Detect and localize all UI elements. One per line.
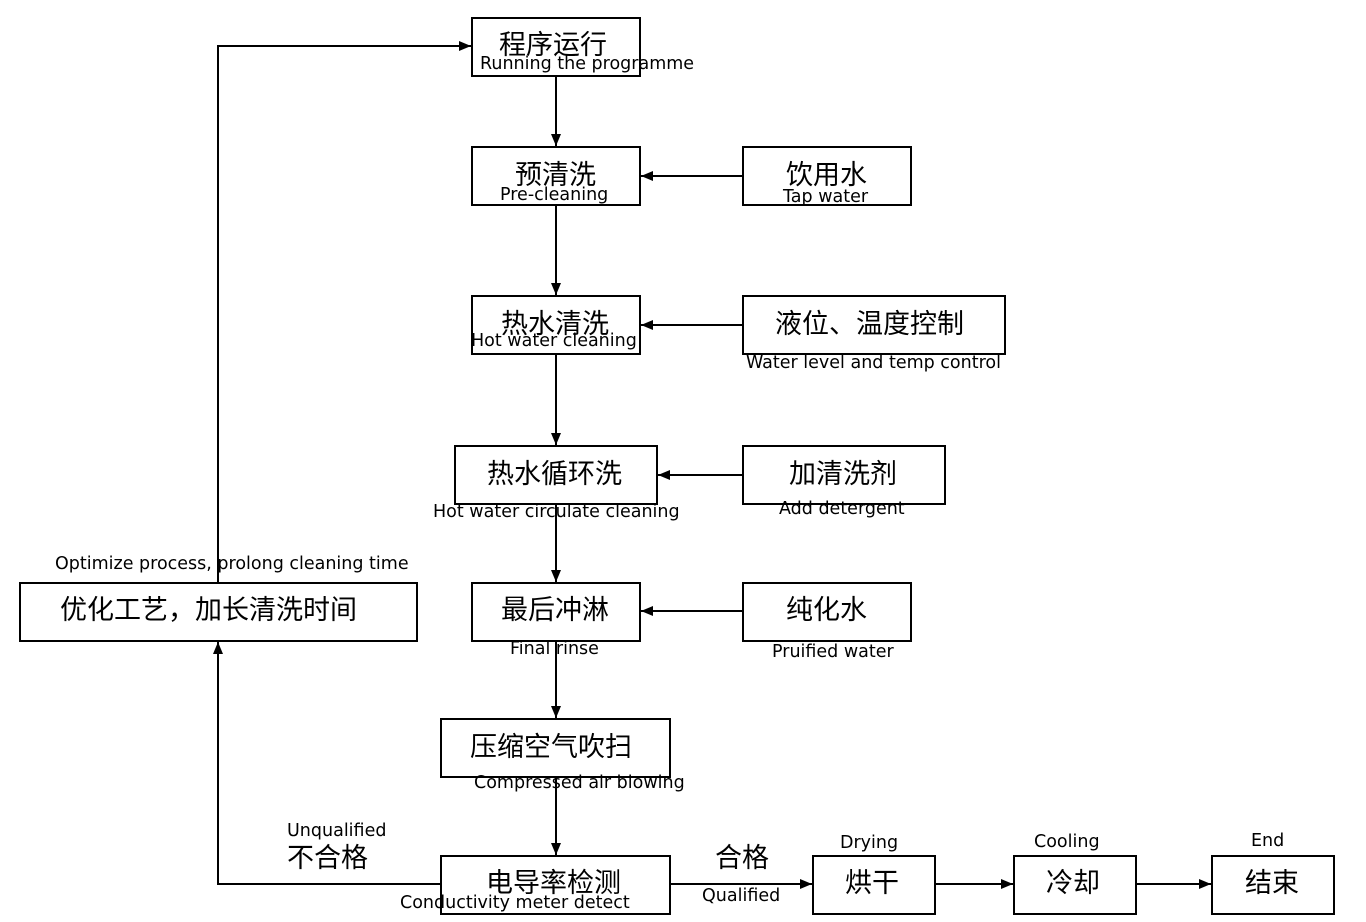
node-drying: [812, 855, 936, 915]
edge-label-unqualified-en: Unqualified: [287, 821, 387, 841]
node-pre-cleaning-label-zh: 预清洗: [515, 160, 596, 191]
node-pre-cleaning: [471, 146, 641, 206]
node-cooling-label-zh: 冷却: [1046, 868, 1100, 899]
node-level-temp-control: [742, 295, 1006, 355]
node-cooling-label-en: Cooling: [1034, 832, 1100, 852]
node-optimize-process: [19, 582, 418, 642]
node-purified-water: [742, 582, 912, 642]
node-purified-water-label-zh: 纯化水: [786, 595, 867, 626]
edge-label-unqualified-zh: 不合格: [287, 843, 368, 874]
node-level-temp-control-label-en: Water level and temp control: [746, 353, 1001, 373]
node-add-detergent: [742, 445, 946, 505]
node-end: [1211, 855, 1335, 915]
node-drying-label-en: Drying: [840, 833, 899, 853]
node-tap-water-label-zh: 饮用水: [786, 160, 867, 191]
node-final-rinse-label-en: Final rinse: [510, 639, 599, 659]
node-tap-water-label-en: Tap water: [783, 187, 869, 207]
node-hot-water-circulate-label-en: Hot water circulate cleaning: [433, 502, 680, 522]
node-conductivity-detect-label-en: Conductivity meter detect: [400, 893, 630, 913]
node-running-programme-label-zh: 程序运行: [499, 30, 607, 61]
node-conductivity-detect: [440, 855, 671, 915]
node-optimize-process-label-en: Optimize process, prolong cleaning time: [55, 554, 409, 574]
edge-label-qualified-en: Qualified: [702, 886, 781, 906]
node-hot-water-circulate-label-zh: 热水循环洗: [487, 459, 622, 490]
node-drying-label-zh: 烘干: [845, 868, 899, 899]
node-final-rinse-label-zh: 最后冲淋: [501, 595, 609, 626]
node-compressed-air-label-en: Compressed air blowing: [474, 773, 685, 793]
node-compressed-air-label-zh: 压缩空气吹扫: [470, 732, 632, 763]
node-hot-water-cleaning-label-zh: 热水清洗: [501, 309, 609, 340]
node-end-label-en: End: [1251, 831, 1285, 851]
node-hot-water-cleaning: [471, 295, 641, 355]
node-optimize-process-label-zh: 优化工艺，加长清洗时间: [60, 595, 357, 626]
node-add-detergent-label-zh: 加清洗剂: [789, 459, 897, 490]
node-running-programme: [471, 17, 641, 77]
node-hot-water-circulate: [454, 445, 658, 505]
node-hot-water-cleaning-label-en: Hot water cleaning: [471, 331, 637, 351]
node-tap-water: [742, 146, 912, 206]
node-purified-water-label-en: Pruified water: [772, 642, 894, 662]
node-pre-cleaning-label-en: Pre-cleaning: [500, 185, 609, 205]
edge-label-qualified-zh: 合格: [715, 843, 769, 874]
node-end-label-zh: 结束: [1245, 868, 1299, 899]
arrow-optimize-to-run: [217, 41, 471, 582]
node-running-programme-label-en: Running the programme: [480, 54, 695, 74]
arrow-detect-to-optimize: [213, 642, 441, 885]
node-compressed-air: [440, 718, 671, 778]
node-level-temp-control-label-zh: 液位、温度控制: [775, 309, 964, 340]
node-final-rinse: [471, 582, 641, 642]
node-cooling: [1013, 855, 1137, 915]
node-conductivity-detect-label-zh: 电导率检测: [486, 868, 621, 899]
node-add-detergent-label-en: Add detergent: [779, 499, 905, 519]
